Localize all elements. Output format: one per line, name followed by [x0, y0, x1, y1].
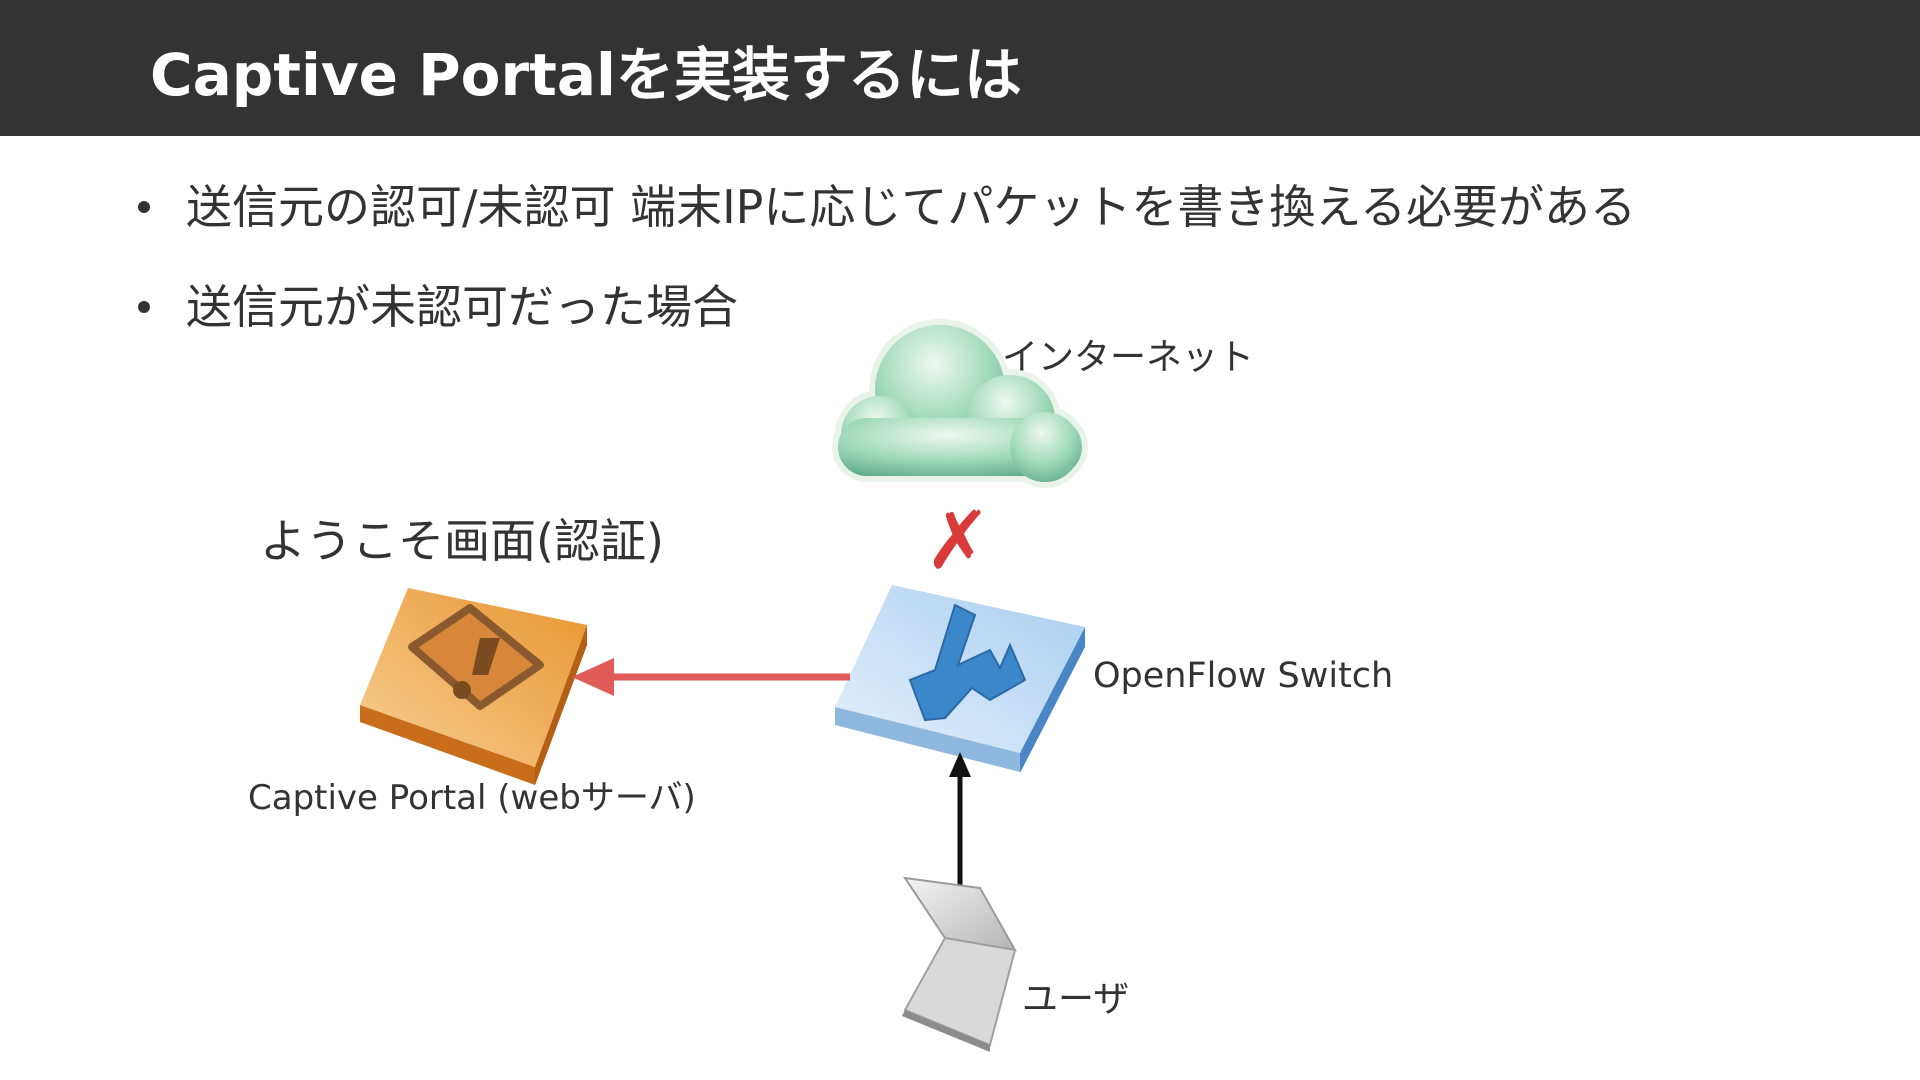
welcome-screen-label: ようこそ画面(認証) — [260, 505, 664, 571]
captive-portal-label: Captive Portal (webサーバ) — [248, 770, 696, 819]
captive-portal-warning-icon — [360, 588, 587, 785]
internet-label: インターネット — [1002, 328, 1254, 380]
laptop-icon — [902, 878, 1015, 1052]
user-to-switch-arrow — [949, 752, 971, 885]
blocked-mark-icon: ✗ — [924, 494, 991, 587]
user-label: ユーザ — [1022, 970, 1129, 1022]
redirect-arrow — [572, 658, 850, 696]
openflow-switch-label: OpenFlow Switch — [1093, 656, 1393, 696]
openflow-switch-icon — [835, 585, 1085, 773]
